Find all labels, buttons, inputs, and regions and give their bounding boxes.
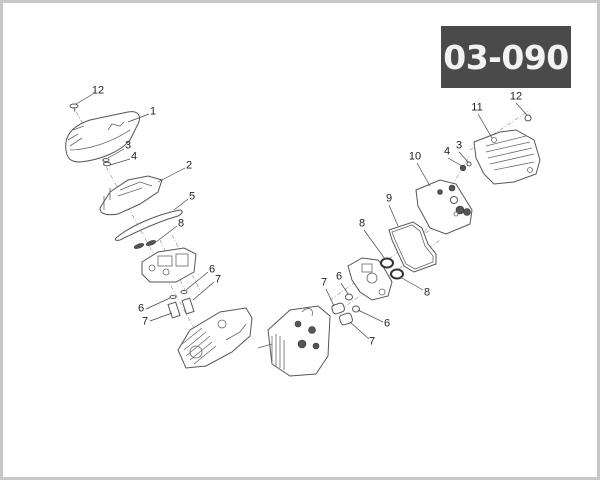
part-8-left-seals (133, 240, 157, 249)
part-10-rocker-cover (415, 179, 473, 235)
callout-7-right-lower: 7 (368, 335, 376, 348)
leader-lines (75, 93, 528, 340)
callout-6-right-upper: 6 (335, 270, 343, 283)
cylinder-head-left (177, 307, 253, 369)
callout-7-right-upper: 7 (320, 276, 328, 289)
callout-4-right: 4 (443, 145, 451, 158)
callout-4-left: 4 (130, 150, 138, 163)
part-5-gasket-left (114, 209, 183, 241)
callout-10: 10 (408, 150, 422, 163)
callout-8-right-lower: 8 (423, 286, 431, 299)
cylinder-head-right (257, 305, 331, 377)
callout-3-right: 3 (455, 139, 463, 152)
part-12-right-screw (524, 114, 532, 122)
callout-9: 9 (385, 192, 393, 205)
part-1-head-cover-left (65, 111, 141, 163)
part-12-left-screw (69, 103, 79, 113)
part-3-4-right-washer-bolt (459, 161, 472, 172)
callout-11: 11 (471, 101, 483, 114)
callout-3-left: 3 (124, 139, 132, 152)
callout-7-left-upper: 7 (214, 273, 222, 286)
part-11-finned-cover (473, 129, 541, 185)
callout-1: 1 (149, 105, 157, 118)
part-8-right-orings (380, 257, 404, 280)
part-2-cover-plate (99, 175, 163, 216)
diagram-code-badge: 03-090 (441, 26, 571, 88)
callout-8-right-upper: 8 (358, 217, 366, 230)
callout-8-left: 8 (177, 217, 185, 230)
part-6-7-right-sleeves (331, 293, 360, 326)
callout-12-right: 12 (509, 90, 523, 103)
part-6-7-left-sleeves (167, 290, 195, 319)
callout-7-left-lower: 7 (141, 315, 149, 328)
callout-6-left-upper: 6 (208, 263, 216, 276)
rocker-assembly-right (347, 257, 393, 301)
callout-6-left-lower: 6 (137, 302, 145, 315)
callout-12-left: 12 (91, 84, 105, 97)
part-9-gasket-right (388, 221, 437, 273)
callout-5: 5 (188, 190, 196, 203)
callout-6-right-lower: 6 (383, 317, 391, 330)
part-3-4-left-washer-bolt (102, 158, 111, 167)
callout-2: 2 (185, 159, 193, 172)
rocker-assembly-left (141, 247, 197, 283)
